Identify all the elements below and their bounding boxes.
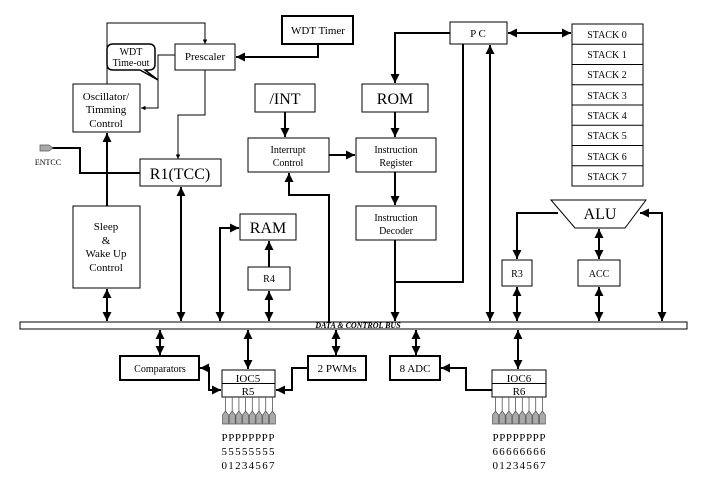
io-pin-icon: [255, 410, 263, 425]
io-pin-icon: [505, 410, 513, 425]
svg-text:ROM: ROM: [377, 91, 413, 108]
io-pin-icon: [498, 410, 506, 425]
sleep-wakeup-control-block: Sleep & Wake Up Control: [72, 205, 141, 289]
pc-block: P C: [449, 21, 508, 45]
stack-block: STACK 0 STACK 1 STACK 2 STACK 3 STACK 4 …: [571, 23, 644, 187]
prescaler-block: Prescaler: [174, 43, 236, 71]
stack-entry: STACK 1: [587, 50, 626, 61]
svg-text:/INT: /INT: [269, 91, 300, 108]
svg-text:2 PWMs: 2 PWMs: [318, 363, 357, 375]
svg-text:Control: Control: [89, 262, 123, 274]
interrupt-control-block: Interrupt Control: [247, 137, 330, 173]
svg-text:R6: R6: [513, 386, 526, 398]
port6-pins: [492, 397, 546, 425]
port5-pins: [222, 397, 276, 425]
port5-block: IOC5 R5 PPPPPPPP 55555555 01234567: [221, 369, 276, 472]
svg-text:R3: R3: [511, 269, 523, 280]
comparators-block: Comparators: [119, 355, 200, 381]
pwms-block: 2 PWMs: [307, 355, 367, 381]
svg-text:Instruction: Instruction: [374, 213, 417, 224]
svg-text:&: &: [102, 235, 111, 247]
svg-text:Oscillator/: Oscillator/: [83, 91, 130, 103]
svg-text:RAM: RAM: [250, 220, 286, 237]
r1-tcc-block: R1(TCC): [139, 158, 222, 187]
rom-block: ROM: [361, 83, 429, 113]
io-pin-icon: [242, 410, 249, 425]
svg-text:PPPPPPPP: PPPPPPPP: [222, 432, 275, 444]
instruction-register-block: Instruction Register: [355, 137, 437, 173]
svg-text:Time-out: Time-out: [113, 58, 150, 69]
svg-text:01234567: 01234567: [493, 460, 547, 472]
io-pin-icon: [512, 410, 519, 425]
svg-text:Instruction: Instruction: [374, 145, 417, 156]
connections: [52, 22, 667, 395]
io-pin-icon: [228, 410, 236, 425]
svg-text:Sleep: Sleep: [94, 221, 119, 233]
svg-text:ALU: ALU: [584, 206, 617, 223]
int-block: /INT: [254, 83, 316, 113]
r4-block: R4: [247, 266, 291, 291]
svg-text:R5: R5: [242, 386, 255, 398]
io-pin-icon: [248, 410, 256, 425]
stack-entry: STACK 4: [587, 111, 626, 122]
svg-text:R1(TCC): R1(TCC): [150, 166, 210, 183]
svg-text:R4: R4: [263, 274, 275, 285]
ram-block: RAM: [239, 213, 297, 241]
io-pin-icon: [518, 410, 526, 425]
stack-entry: STACK 7: [587, 172, 626, 183]
stack-entry: STACK 2: [587, 70, 626, 81]
svg-text:8 ADC: 8 ADC: [400, 363, 431, 375]
svg-text:ENTCC: ENTCC: [35, 158, 61, 167]
wdt-timeout-callout: WDT Time-out: [106, 43, 159, 81]
io-pin-icon: [539, 410, 546, 425]
svg-text:Control: Control: [89, 118, 123, 130]
svg-text:PPPPPPPP: PPPPPPPP: [493, 432, 546, 444]
r3-block: R3: [501, 259, 533, 287]
wdt-timer-block: WDT Timer: [281, 15, 354, 45]
alu-block: ALU: [549, 199, 647, 229]
io-pin-icon: [492, 410, 499, 425]
svg-text:66666666: 66666666: [493, 446, 547, 458]
svg-text:P C: P C: [470, 28, 486, 40]
svg-text:55555555: 55555555: [222, 446, 276, 458]
svg-text:Decoder: Decoder: [379, 226, 414, 237]
svg-text:IOC6: IOC6: [507, 373, 532, 385]
stack-entry: STACK 3: [587, 91, 626, 102]
svg-text:ACC: ACC: [589, 269, 610, 280]
oscillator-timing-control-block: Oscillator/ Timming Control: [72, 83, 141, 133]
io-pin-icon: [222, 410, 229, 425]
svg-text:WDT: WDT: [120, 47, 143, 58]
stack-entry: STACK 5: [587, 131, 626, 142]
acc-block: ACC: [577, 259, 621, 287]
svg-text:01234567: 01234567: [222, 460, 276, 472]
svg-text:Timming: Timming: [86, 104, 127, 116]
svg-text:Comparators: Comparators: [134, 364, 186, 375]
adc-block: 8 ADC: [389, 355, 441, 381]
io-pin-icon: [235, 410, 243, 425]
svg-text:WDT Timer: WDT Timer: [291, 25, 345, 37]
svg-text:IOC5: IOC5: [236, 373, 261, 385]
io-pin-icon: [525, 410, 533, 425]
stack-entry: STACK 6: [587, 152, 626, 163]
io-pin-icon: [269, 410, 276, 425]
svg-text:Control: Control: [273, 158, 304, 169]
svg-text:DATA & CONTROL BUS: DATA & CONTROL BUS: [314, 321, 401, 330]
stack-entry: STACK 0: [587, 30, 626, 41]
io-pin-icon: [262, 410, 270, 425]
svg-text:Register: Register: [379, 158, 413, 169]
data-control-bus: DATA & CONTROL BUS: [19, 321, 688, 330]
svg-text:Prescaler: Prescaler: [185, 51, 226, 63]
instruction-decoder-block: Instruction Decoder: [355, 205, 437, 241]
svg-text:Interrupt: Interrupt: [271, 145, 306, 156]
io-pin-icon: [532, 410, 540, 425]
svg-text:Wake Up: Wake Up: [86, 248, 127, 260]
port6-block: IOC6 R6 PPPPPPPP 66666666 01234567: [491, 369, 547, 472]
entcc-pin: ENTCC: [35, 144, 61, 167]
